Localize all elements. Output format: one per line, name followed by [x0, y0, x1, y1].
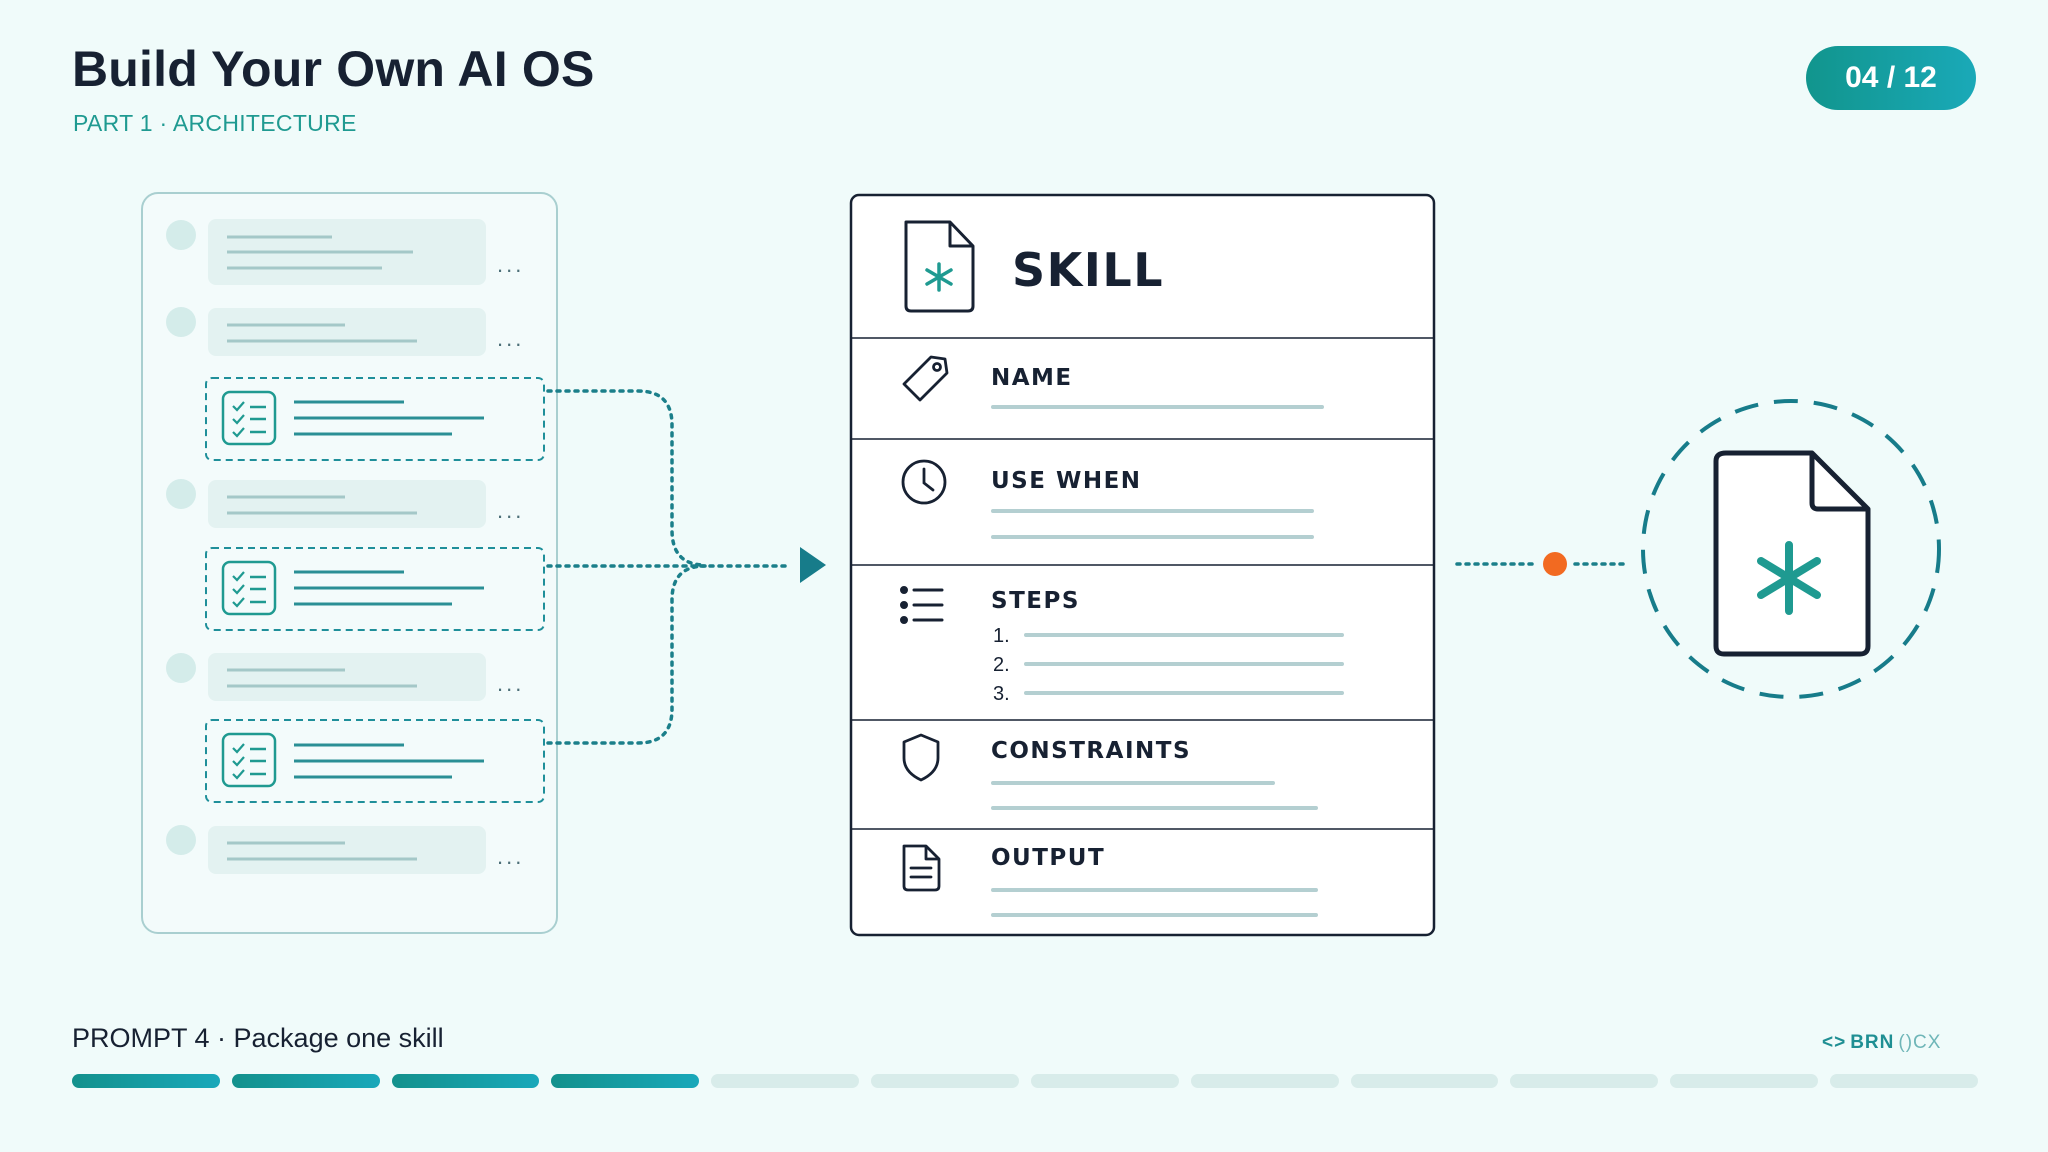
list-item: ... — [166, 219, 524, 285]
page-counter-badge: 04 / 12 — [1806, 46, 1976, 110]
highlighted-list-item — [205, 377, 545, 461]
svg-text:...: ... — [497, 844, 524, 869]
progress-segment — [1830, 1074, 1978, 1088]
progress-bar — [72, 1074, 1978, 1088]
arrow-head-icon — [800, 547, 826, 583]
brand-name: BRN — [1850, 1032, 1895, 1053]
section-output-label: OUTPUT — [991, 845, 1105, 871]
dashed-ring — [1641, 399, 1941, 699]
page-title: Build Your Own AI OS — [72, 41, 595, 97]
svg-text:...: ... — [497, 498, 524, 523]
list-icon — [900, 586, 944, 624]
status-dot — [1543, 552, 1567, 576]
skill-card: SKILL NAME USE WHEN STEPS 1. 2. 3. — [849, 193, 1436, 937]
shield-icon — [902, 733, 940, 782]
highlighted-list-item — [205, 719, 545, 803]
progress-segment — [711, 1074, 860, 1088]
highlighted-list-item — [205, 547, 545, 631]
progress-segment — [1030, 1074, 1179, 1088]
packaged-skill — [1641, 399, 1941, 699]
clock-icon — [901, 459, 947, 505]
tag-icon — [902, 355, 949, 402]
list-item: ... — [166, 653, 524, 701]
document-icon — [902, 844, 941, 892]
section-use-when-label: USE WHEN — [991, 468, 1142, 494]
progress-segment-complete — [391, 1074, 540, 1088]
page-subtitle: PART 1 · ARCHITECTURE — [73, 110, 357, 136]
progress-segment-complete — [551, 1074, 700, 1088]
svg-text:...: ... — [497, 326, 524, 351]
list-item: ... — [166, 479, 524, 528]
section-steps-label: STEPS — [991, 588, 1080, 614]
skill-card-title: SKILL — [1012, 243, 1164, 297]
progress-segment — [1670, 1074, 1819, 1088]
list-item: ... — [166, 825, 524, 874]
step-number: 1. — [993, 625, 1010, 647]
progress-segment — [1350, 1074, 1499, 1088]
section-constraints-label: CONSTRAINTS — [991, 738, 1191, 764]
progress-segment — [871, 1074, 1019, 1088]
step-number: 2. — [993, 654, 1010, 676]
list-item: ... — [166, 307, 524, 356]
brand-suffix: ()CX — [1898, 1032, 1942, 1053]
skill-file-icon — [1713, 450, 1871, 657]
svg-text:...: ... — [497, 252, 524, 277]
step-number: 3. — [993, 683, 1010, 705]
section-name-label: NAME — [991, 365, 1073, 391]
skill-file-icon — [904, 220, 975, 313]
prompt-caption: PROMPT 4 · Package one skill — [72, 1023, 444, 1053]
merge-connector — [546, 389, 792, 745]
conversation-list-panel: ... ... ... ... — [141, 192, 558, 934]
code-brackets-icon: <> — [1822, 1032, 1847, 1053]
progress-segment — [1510, 1074, 1659, 1088]
progress-segment — [1190, 1074, 1339, 1088]
svg-text:...: ... — [497, 671, 524, 696]
progress-segment-complete — [72, 1074, 220, 1088]
progress-segment-complete — [231, 1074, 380, 1088]
brand-logo: <> BRN()CX — [1822, 1032, 1941, 1054]
